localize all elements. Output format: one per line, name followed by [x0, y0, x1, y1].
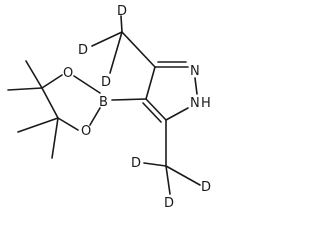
atom-d-top: D [117, 4, 127, 19]
bond-pinacol-cc [41, 87, 59, 119]
bond-c4-b [111, 98, 147, 101]
bond-n2-n1 [194, 77, 198, 95]
bond-cd3-lower-d-left [143, 162, 167, 167]
atom-labels: D D D N N H B O O D D D [63, 4, 211, 211]
bond-methyl-upper-1 [25, 60, 43, 89]
atom-d-right-upper: D [101, 75, 111, 90]
bond-cd3-upper-d-left [91, 31, 123, 47]
atom-b: B [99, 95, 108, 110]
bond-methyl-upper-2 [7, 87, 43, 91]
atom-d-left-upper: D [78, 43, 88, 58]
atom-n1: N [190, 96, 200, 111]
atom-d-lower-right: D [201, 180, 211, 195]
bond-methyl-lower-1 [17, 117, 59, 133]
atom-n2: N [190, 64, 200, 79]
bond-c5-c4-a [145, 98, 167, 121]
structure-diagram: D D D N N H B O O D D D [7, 4, 211, 211]
bond-o-lower-c [57, 117, 79, 131]
bond-cd3-upper-d-top [120, 15, 123, 33]
bond-cd3-upper-d-right [109, 31, 123, 74]
bond-b-o-upper [73, 75, 101, 94]
atom-d-lower-bottom: D [164, 196, 174, 211]
bond-cd3-lower-d-right [165, 165, 201, 186]
bond-c5-c4-b [142, 102, 162, 123]
bond-c4-c3 [145, 66, 156, 100]
bond-b-o-lower [89, 107, 101, 126]
atom-h-on-n: H [201, 96, 211, 111]
bond-n1-c5 [165, 107, 189, 121]
bond-methyl-lower-2 [51, 117, 59, 159]
bonds [7, 15, 201, 195]
bond-c3-cd3-upper [121, 31, 156, 68]
bond-o-upper-c [41, 74, 63, 89]
atom-o-lower: O [81, 124, 91, 139]
atom-o-upper: O [63, 66, 73, 81]
atom-d-lower-left: D [131, 156, 141, 171]
bond-cd3-lower-d-bottom [165, 165, 171, 195]
